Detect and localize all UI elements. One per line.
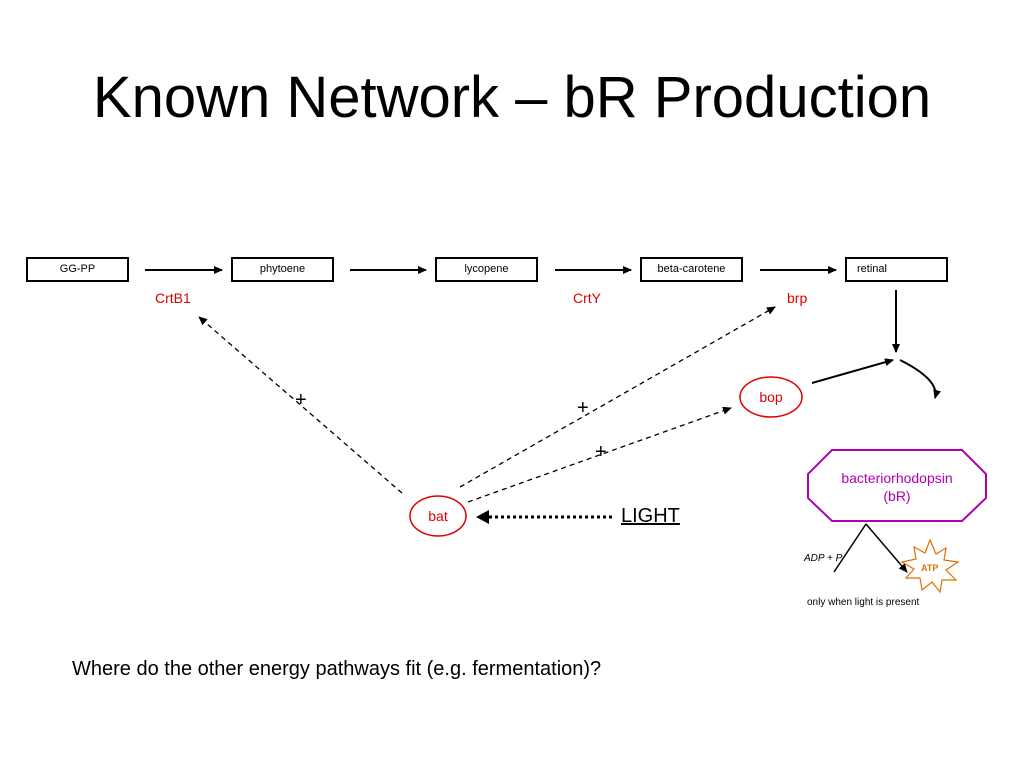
reaction-substrate: ADP + P [804,553,843,564]
arrow-bop-junction [811,358,894,384]
enzyme-crty: CrtY [573,290,601,306]
reaction-product-atp: ATP [921,563,939,573]
plus-crtb1: + [295,389,307,411]
enzyme-brp: brp [787,290,808,306]
page-title: Known Network – bR Production [92,65,932,130]
bop-oval [739,376,803,418]
atp-starburst [900,538,960,594]
bop-label: bop [759,389,783,405]
br-name-line1: bacteriorhodopsin [841,470,953,486]
bat-oval [409,495,467,537]
br-name: bacteriorhodopsin (bR) [812,469,982,505]
box-phytoene: phytoene [231,257,334,282]
dashed-bat-bop [467,406,732,503]
plus-brp: + [577,397,589,419]
light-label: LIGHT [621,505,680,527]
reaction-condition: only when light is present [807,597,920,608]
box-beta-carotene: beta-carotene [640,257,743,282]
box-ggpp: GG-PP [26,257,129,282]
box-lycopene: lycopene [435,257,538,282]
br-octagon [807,449,987,522]
br-name-line2: (bR) [883,488,911,504]
question-text: Where do the other energy pathways fit (… [72,658,602,680]
reaction-stem-left [833,523,867,573]
light-arrowhead [476,510,489,524]
reaction-stem-right [865,523,908,573]
dashed-bat-brp [459,306,776,488]
bat-label: bat [428,508,448,524]
plus-bop: + [595,441,607,463]
arrow-junction-br [899,359,941,399]
box-retinal: retinal [845,257,948,282]
enzyme-crtb1: CrtB1 [155,290,191,306]
